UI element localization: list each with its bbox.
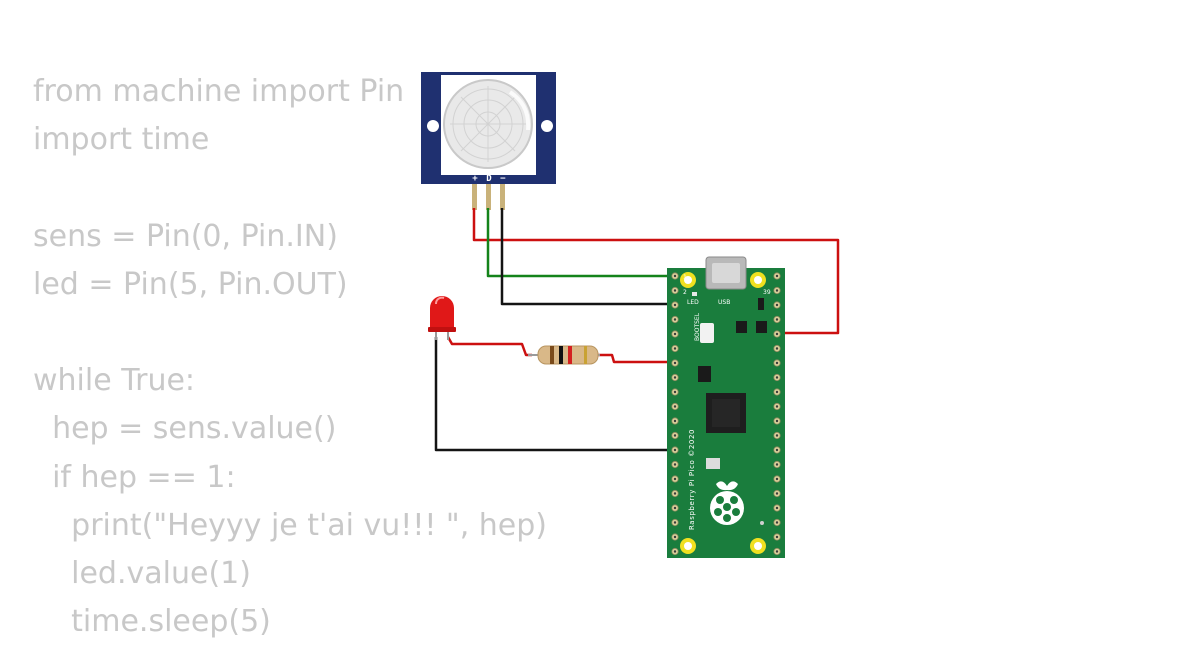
chip-small — [756, 321, 767, 333]
pico-pin-left-hole — [673, 332, 677, 336]
code-line: print("Heyyy je t'ai vu!!! ", hep) — [33, 507, 548, 543]
pico-pin-left-hole — [673, 521, 677, 524]
led-rim — [428, 327, 456, 332]
pico-pin-right-hole — [775, 361, 779, 365]
pico-pin-left-hole — [673, 303, 677, 307]
pico-pin-left-hole — [673, 361, 677, 365]
pico-pin-right-hole — [775, 289, 779, 292]
led-silk-label: LED — [687, 299, 699, 306]
code-line: sens = Pin(0, Pin.IN) — [33, 218, 338, 254]
pir-pin-label-vcc: + — [472, 174, 478, 184]
code-line: hep = sens.value() — [33, 411, 337, 447]
pico-pin-right-hole — [775, 463, 779, 466]
pin39-label: 39 — [763, 289, 771, 296]
pico-pin-right-hole — [775, 477, 779, 481]
pir-pin-data[interactable] — [486, 184, 491, 210]
pico-pin-right-hole — [775, 492, 779, 495]
pico-pin-right-hole — [775, 376, 779, 379]
pico-pin-left-hole — [673, 274, 677, 278]
pico-pin-left-hole — [673, 419, 677, 423]
led-leg-anode — [447, 328, 449, 340]
raspberry-logo-icon — [710, 481, 744, 525]
pir-pin-label-data: D — [486, 174, 492, 184]
resistor-band-2 — [559, 346, 563, 364]
led-highlight — [435, 296, 445, 305]
chip-regulator — [736, 321, 747, 333]
chip-diode — [758, 298, 764, 310]
pico-pin-left-hole — [673, 448, 677, 452]
wire-signal[interactable] — [486, 208, 683, 278]
usb-silk-label: USB — [718, 299, 730, 306]
wire-vcc[interactable] — [472, 208, 840, 335]
pico-pin-left-hole — [673, 535, 677, 539]
led-body — [430, 296, 454, 330]
bootsel-button[interactable] — [700, 323, 714, 343]
code-line: led.value(1) — [33, 555, 251, 591]
resistor[interactable] — [528, 345, 600, 365]
pico-pin-left-hole — [673, 289, 677, 292]
pir-lens-pattern — [450, 86, 526, 162]
code-line: import time — [33, 122, 210, 158]
onboard-led — [692, 292, 697, 296]
pico-pin-right-hole — [775, 318, 779, 321]
pico-pin-left-hole — [673, 405, 677, 408]
test-pad — [706, 458, 720, 469]
pico-pin-right-hole — [775, 390, 779, 394]
pin1-label: 1 — [683, 274, 687, 281]
pico-pin-left-hole — [673, 318, 677, 321]
wire-led-anode[interactable] — [446, 336, 532, 357]
resistor-band-tolerance — [584, 346, 587, 364]
resistor-band-1 — [550, 346, 554, 364]
code-line: led = Pin(5, Pin.OUT) — [33, 266, 348, 302]
board-name-label: Raspberry Pi Pico ©2020 — [688, 429, 696, 530]
pico-pin-right-hole — [775, 506, 779, 510]
chip-flash — [698, 366, 711, 382]
pico-pin-right-hole — [775, 419, 779, 423]
pico-pin-left-hole — [673, 463, 677, 466]
test-point — [760, 521, 764, 525]
pir-pin-vcc[interactable] — [472, 184, 477, 210]
pico-pin-right-hole — [775, 274, 779, 278]
pir-sensor[interactable]: + D − — [421, 72, 556, 210]
pir-pin-label-gnd: − — [500, 174, 506, 184]
led-leg-cathode — [435, 328, 437, 340]
wire-led-cathode[interactable] — [434, 337, 683, 452]
pico-pin-left-hole — [673, 347, 677, 350]
pico-pin-right-hole — [775, 448, 779, 452]
pico-pin-right-hole — [775, 434, 779, 437]
bootsel-label: BOOTSEL — [694, 312, 701, 341]
pico-pin-right-hole — [775, 521, 779, 524]
wire-resistor-gpio[interactable] — [597, 353, 683, 364]
pico-pin-right-hole — [775, 347, 779, 350]
pir-pin-gnd[interactable] — [500, 184, 505, 210]
pico-pin-right-hole — [775, 550, 779, 553]
red-led[interactable] — [428, 296, 456, 340]
pico-pin-left-hole — [673, 390, 677, 394]
resistor-band-3 — [568, 346, 572, 364]
pir-mount-hole-left — [427, 120, 439, 132]
pico-pin-left-hole — [673, 477, 677, 481]
pico-left-header — [671, 272, 679, 556]
usb-connector-inner — [712, 263, 740, 283]
wire-gnd-sensor[interactable] — [500, 208, 683, 306]
pico-pin-left-hole — [673, 376, 677, 379]
pico-pin-right-hole — [775, 332, 779, 336]
code-line: from machine import Pin — [33, 74, 405, 109]
pico-pin-left-hole — [673, 492, 677, 495]
raspberry-pi-pico[interactable]: 1 2 39 LED USB BOOTSEL Raspberry Pi Pico… — [667, 256, 785, 558]
pico-pin-left-hole — [673, 550, 677, 553]
code-listing: from machine import Pin import time sens =… — [33, 68, 547, 646]
code-line: if hep == 1: — [33, 459, 236, 495]
circuit-diagram: + D − — [421, 72, 840, 558]
pin2-label: 2 — [683, 289, 687, 296]
pico-pin-right-hole — [775, 405, 779, 408]
pir-mount-hole-right — [541, 120, 553, 132]
code-line: while True: — [33, 363, 196, 399]
pico-right-header — [773, 272, 781, 556]
pir-lens-highlight — [508, 90, 531, 131]
pico-pin-left-hole — [673, 434, 677, 437]
pico-pin-right-hole — [775, 535, 779, 539]
pico-pin-left-hole — [673, 506, 677, 510]
pico-pin-right-hole — [775, 303, 779, 307]
